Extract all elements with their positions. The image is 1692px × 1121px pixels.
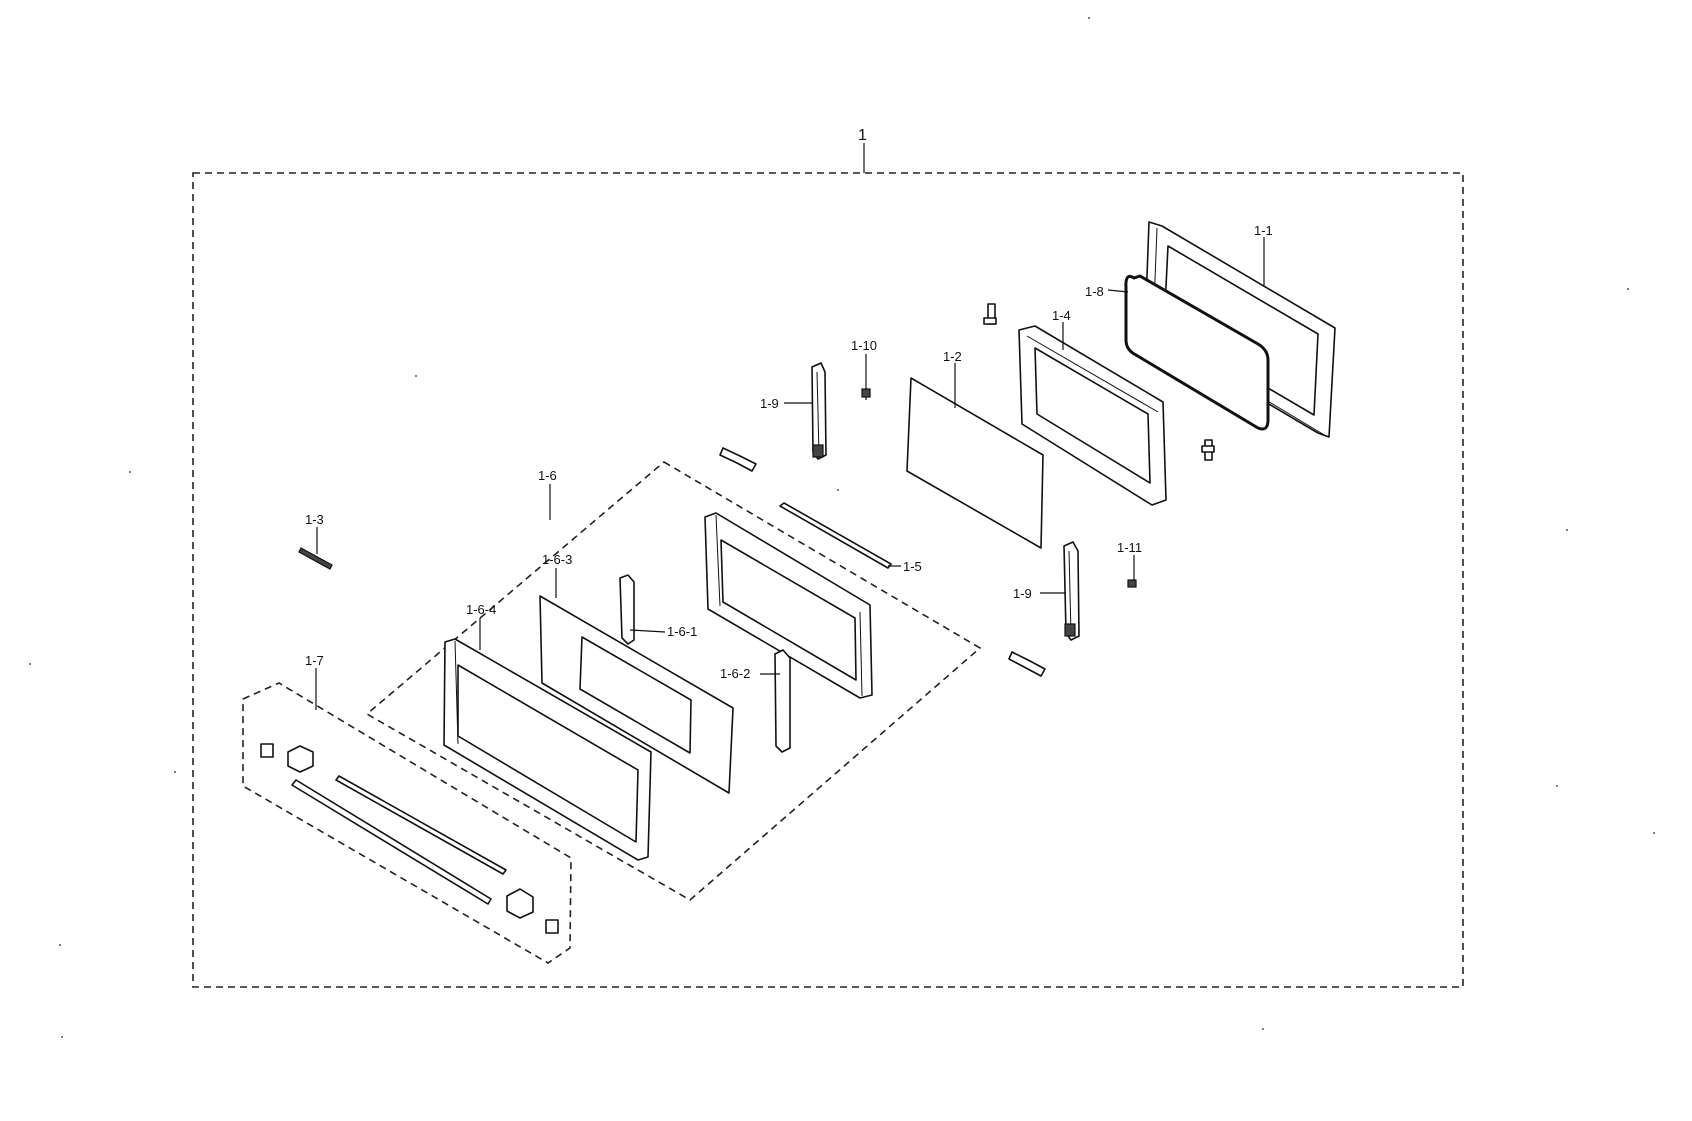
label-1-5: 1-5 [903,559,922,574]
part-1-5-trim-strip [779,502,892,569]
label-1-6-3: 1-6-3 [542,552,572,567]
label-1-7: 1-7 [305,653,324,668]
label-1-6: 1-6 [538,468,557,483]
part-1-9-hinge-lower [1063,541,1080,641]
label-1-6-2: 1-6-2 [720,666,750,681]
part-1-2-glass-panel [906,377,1044,549]
label-1-10: 1-10 [851,338,877,353]
part-1-7-handle-assembly [260,743,559,934]
bracket-part-lower [1201,439,1215,461]
bracket-part-upper [983,303,997,325]
label-1-9-upper: 1-9 [760,396,779,411]
label-1-8: 1-8 [1085,284,1104,299]
assembly-label: 1 [858,127,867,144]
label-1-6-4: 1-6-4 [466,602,496,617]
part-1-9-hinge-upper [811,362,827,460]
part-1-6-2-bracket [774,649,791,753]
part-1-4-inner-frame [1018,325,1167,506]
label-1-11: 1-11 [1117,540,1142,555]
part-1-6-middle-frame [704,512,873,699]
part-1-6-3-window-glass [539,595,734,794]
label-1-2: 1-2 [943,349,962,364]
subassembly-1-7-boundary [242,682,572,964]
label-1-9-lower: 1-9 [1013,586,1032,601]
part-1-11-clip [1127,579,1137,588]
label-1-3: 1-3 [305,512,324,527]
part-1-8-gasket [1124,274,1270,431]
part-1-6-1-bracket [619,574,635,645]
part-1-10-screw [861,388,871,400]
label-1-1: 1-1 [1254,223,1273,238]
part-1-3-strip [298,547,333,570]
subassembly-1-6-boundary [365,461,982,901]
bracket-under-hinge [719,447,757,472]
scan-noise-dots [29,17,1655,1038]
bracket-near-lower-hinge [1008,651,1046,677]
label-1-6-1: 1-6-1 [667,624,697,639]
part-1-6-4-outer-frame [443,638,652,861]
assembly-boundary [192,172,1464,988]
label-1-4: 1-4 [1052,308,1071,323]
